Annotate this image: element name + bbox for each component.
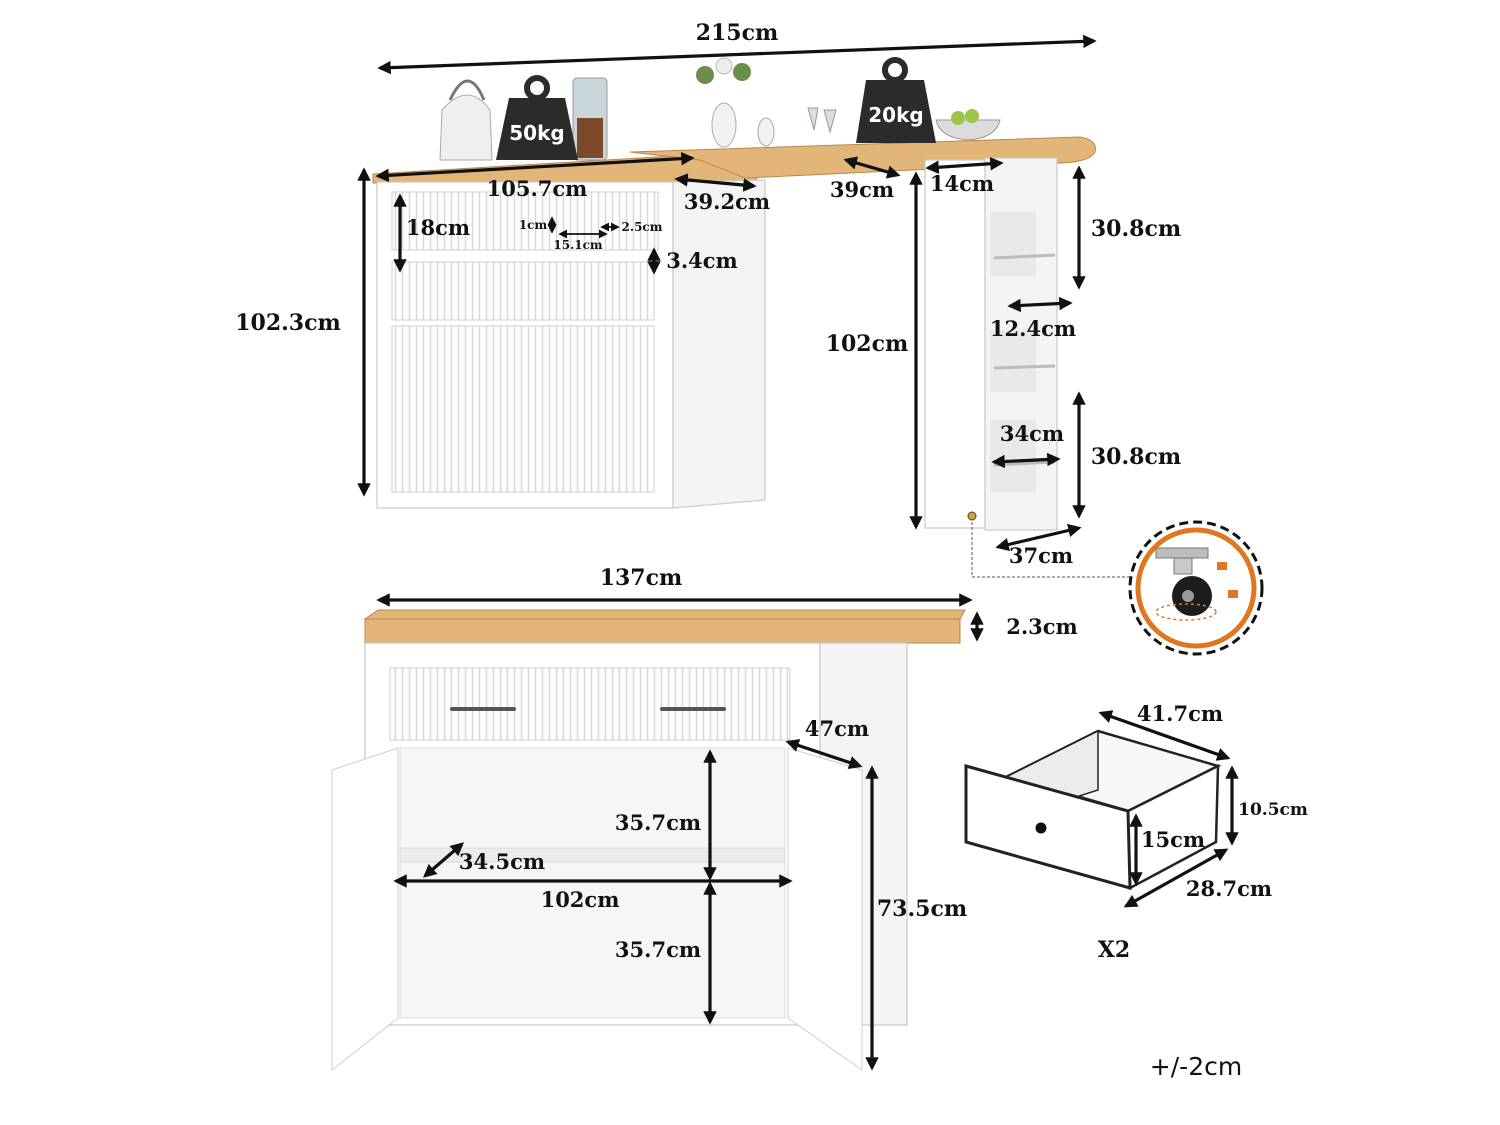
spice-rack-shelf-1 (990, 212, 1036, 276)
left-cabinet-door (391, 325, 655, 493)
drawer-handle-right (660, 707, 726, 711)
fruit-bowl-decor (935, 109, 1001, 141)
rack-shelf-width-arrow (1007, 296, 1073, 313)
total-width-label: 215cm (696, 20, 779, 46)
top-view-illustration (372, 57, 1096, 531)
rack-depth-inner-label: 34cm (1000, 421, 1064, 446)
shelf-depth-arrow (422, 842, 465, 878)
drawer-detail-illustration (964, 729, 1222, 891)
left-door-open (331, 747, 399, 1072)
rack-base-depth-label: 37cm (1009, 543, 1073, 568)
rack-shelf-top-label: 30.8cm (1091, 216, 1181, 242)
right-door-open (787, 747, 863, 1071)
caster-callout-line (971, 522, 1130, 578)
rack-base-depth-arrow (995, 523, 1082, 552)
top-depth-mid-label: 39cm (830, 177, 894, 202)
shelf-depth-label: 34.5cm (459, 849, 545, 874)
drawer-handle-left (450, 707, 516, 711)
drawer-depth-arrow (1123, 848, 1229, 908)
rack-depth-inner-arrow (991, 452, 1061, 469)
weight-icon: 20kg (856, 57, 936, 143)
drawer-knob (1035, 822, 1047, 834)
handle-gap-label: 1cm (519, 218, 548, 232)
glass-decor (807, 107, 837, 134)
handle-length-label: 15.1cm (553, 238, 603, 252)
top-depth-left-label: 105.7cm (487, 176, 588, 201)
front-drawer (389, 667, 791, 741)
jar-decor (572, 77, 608, 161)
cabinet-shelf (399, 847, 786, 863)
weight-right-label: 20kg (868, 103, 923, 127)
shelf-upper-label: 35.7cm (615, 810, 701, 835)
drawer-width-arrow (1098, 710, 1231, 761)
rack-shelf-width-label: 12.4cm (990, 316, 1076, 341)
front-view-illustration (331, 609, 966, 1072)
top-overhang-label: 39.2cm (684, 189, 770, 214)
left-cabinet-drawer (391, 191, 659, 251)
drawer-quantity-label: X2 (1098, 937, 1130, 963)
drawer-gap-label: 3.4cm (666, 248, 738, 273)
total-width-arrow (377, 34, 1097, 75)
unlock-icon (1217, 562, 1227, 570)
kettle-decor (439, 79, 493, 161)
front-width-label: 137cm (600, 565, 683, 591)
top-depth-left-arrow (375, 151, 695, 183)
caster-wheel-icon (1128, 520, 1264, 656)
cab-depth-arrow (785, 739, 863, 769)
spice-rack-shelf-2 (990, 330, 1036, 392)
cabinet-interior (399, 747, 786, 1019)
shelf-lower-label: 35.7cm (615, 937, 701, 962)
weight-left-label: 50kg (509, 121, 564, 145)
rack-shelf-bottom-label: 30.8cm (1091, 444, 1181, 470)
front-countertop (364, 618, 961, 644)
cabinet-height-label: 102.3cm (235, 310, 341, 336)
rack-width-top-label: 14cm (930, 171, 994, 196)
cab-depth-label: 47cm (805, 716, 869, 741)
flower-vase-decor (696, 57, 775, 148)
rack-caster-dot (967, 511, 977, 521)
drawer-inner-height-label: 15cm (1141, 827, 1205, 852)
left-cabinet-middle-panel (391, 261, 655, 321)
inner-width-label: 102cm (541, 887, 620, 912)
lock-icon (1228, 590, 1238, 598)
left-cabinet-side (672, 179, 766, 509)
drawer-height-label: 18cm (406, 215, 470, 240)
drawer-width-label: 41.7cm (1137, 701, 1223, 726)
weight-icon: 50kg (496, 75, 578, 160)
cab-height-label: 73.5cm (877, 896, 967, 922)
top-overhang-arrow (674, 173, 757, 192)
top-depth-mid-arrow (843, 156, 901, 179)
drawer-side-height-label: 10.5cm (1238, 800, 1308, 820)
drawer-depth-label: 28.7cm (1186, 876, 1272, 901)
handle-offset-label: 2.5cm (622, 220, 663, 234)
rack-width-top-arrow (925, 157, 1004, 174)
top-thickness-label: 2.3cm (1006, 614, 1078, 639)
rack-height-label: 102cm (826, 331, 909, 357)
front-countertop-back (363, 609, 966, 620)
tolerance-label: +/-2cm (1150, 1052, 1242, 1081)
spice-rack-body (924, 159, 986, 529)
